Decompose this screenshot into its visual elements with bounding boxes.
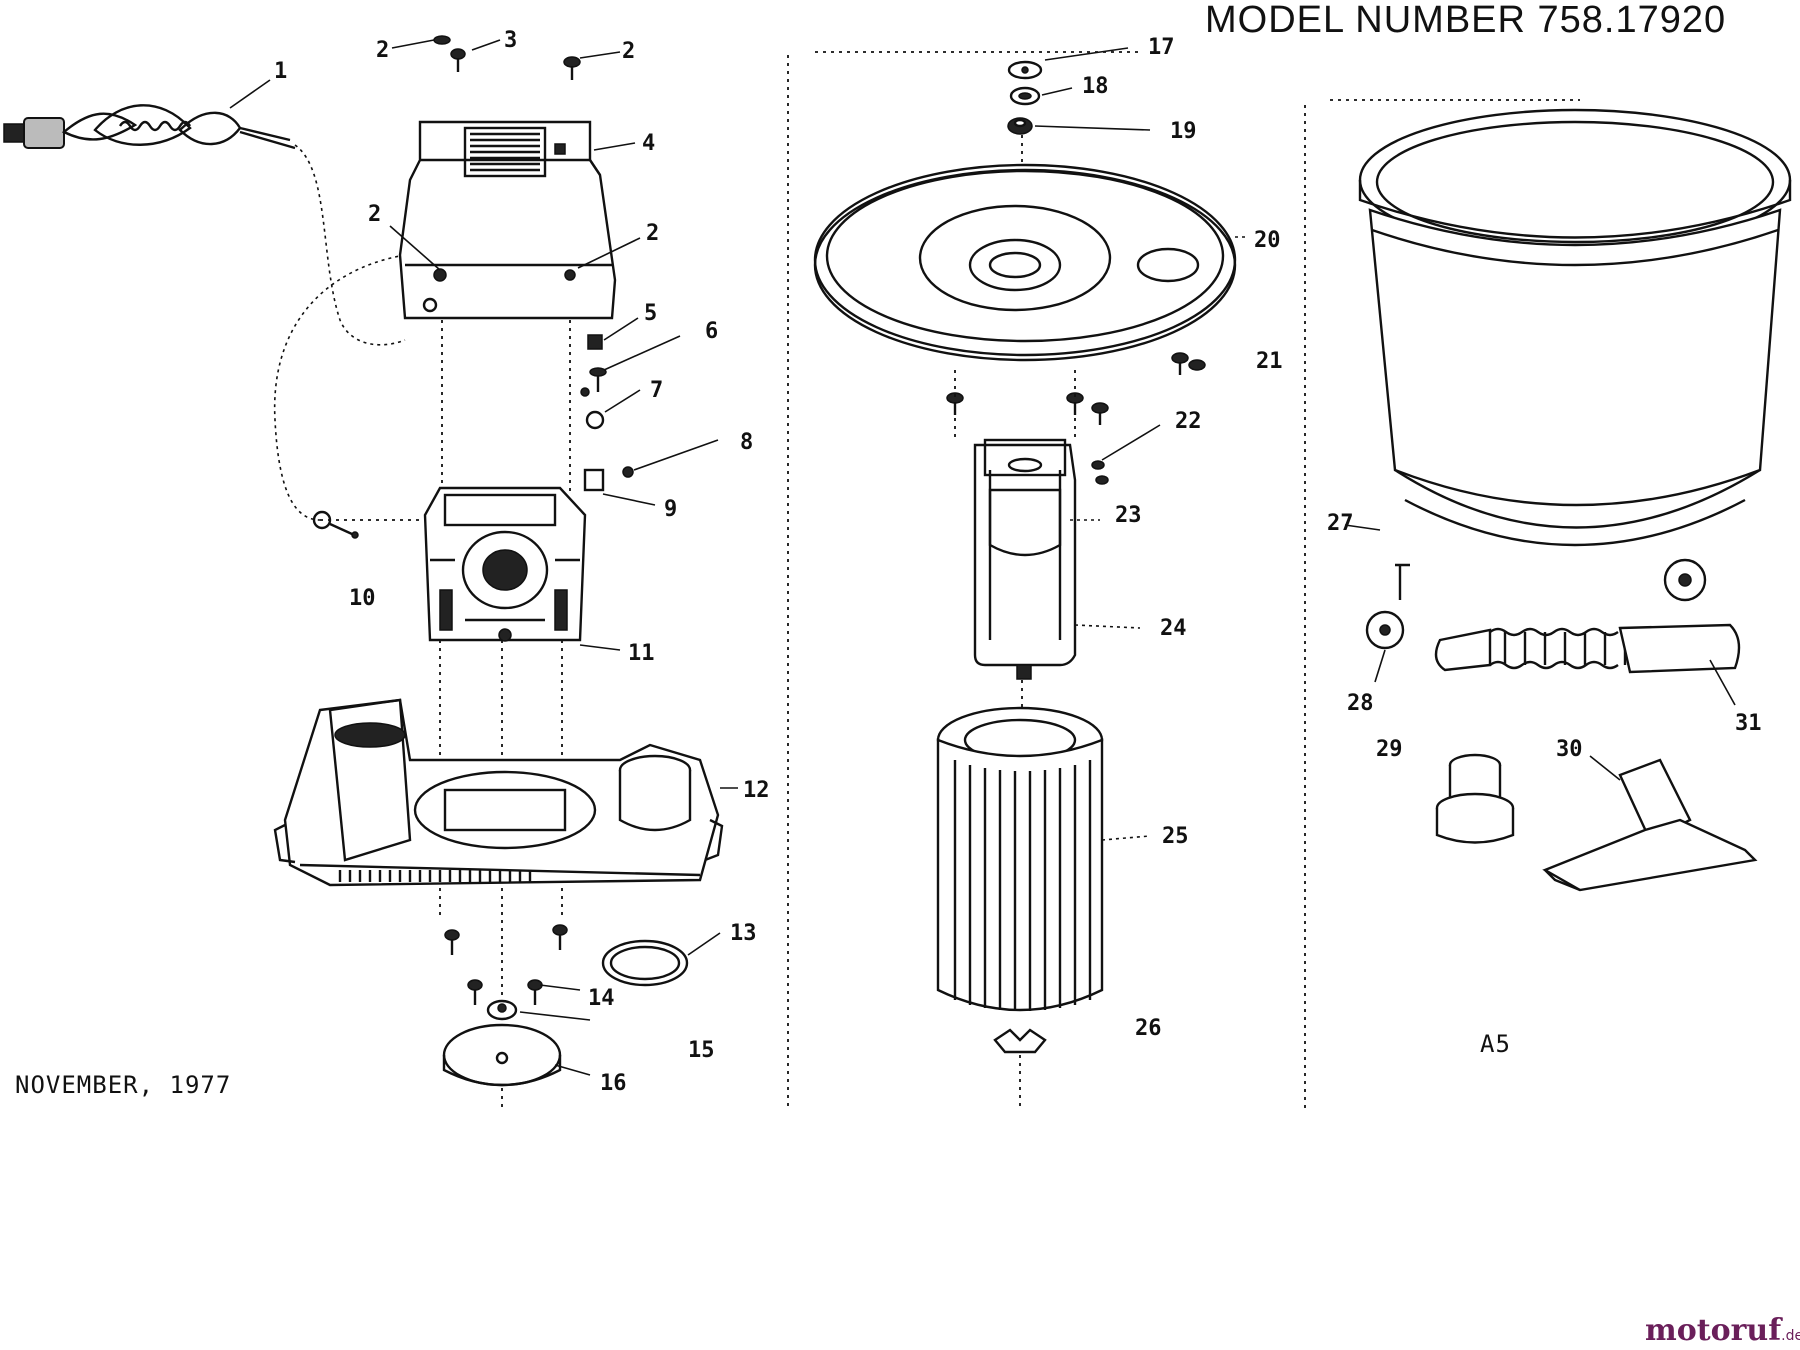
watermark-domain: .de [1781, 1328, 1800, 1344]
callout-2: 2 [376, 38, 389, 63]
tank-drum-icon [1358, 108, 1792, 547]
watermark-text: motoruf.de [1645, 1313, 1800, 1348]
callout-14: 14 [588, 986, 615, 1011]
callout-6: 6 [705, 319, 718, 344]
base-screws-icon [444, 924, 568, 1005]
filter-cartridge-icon [936, 706, 1104, 1012]
callout-27: 27 [1327, 511, 1354, 536]
motor-assembly-icon [423, 486, 587, 642]
callout-5: 5 [644, 301, 657, 326]
cord-route-line [294, 144, 406, 346]
callout-25: 25 [1162, 824, 1189, 849]
impeller-disc-icon [442, 1023, 562, 1087]
callout-11: 11 [628, 641, 655, 666]
callout-29: 29 [1376, 737, 1403, 762]
callout-16: 16 [600, 1071, 627, 1096]
tank-lid-icon [813, 163, 1237, 362]
callout-1: 1 [274, 59, 287, 84]
switch-hardware-icon [580, 334, 634, 492]
screw-icon [433, 35, 581, 80]
wing-nut-icon [993, 1028, 1047, 1110]
callout-7: 7 [650, 378, 663, 403]
model-number-title: MODEL NUMBER 758.17920 [1205, 0, 1726, 41]
lid-assembly-lines [954, 370, 1076, 440]
watermark-main: motoruf [1645, 1313, 1783, 1348]
leader-lines [229, 39, 1736, 1076]
fan-nut-icon [486, 999, 518, 1021]
callout-8: 8 [740, 430, 753, 455]
callout-9: 9 [664, 497, 677, 522]
callout-13: 13 [730, 921, 757, 946]
floor-nozzle-icon [1542, 758, 1758, 892]
power-cord-icon [3, 104, 296, 150]
callout-17: 17 [1148, 35, 1175, 60]
callout-26: 26 [1135, 1016, 1162, 1041]
callout-labels: 2 3 2 1 4 2 2 5 6 7 8 9 10 11 12 13 14 1… [274, 28, 1762, 1096]
callout-12: 12 [743, 778, 770, 803]
hose-icon [1434, 623, 1741, 674]
callout-22: 22 [1175, 409, 1202, 434]
callout-2: 2 [646, 221, 659, 246]
callout-20: 20 [1254, 228, 1281, 253]
cord-route-line-2 [273, 254, 406, 521]
motor-cover-icon [398, 120, 617, 320]
date-note: NOVEMBER, 1977 [15, 1071, 231, 1099]
motor-base-plate-icon [273, 698, 724, 887]
callout-2: 2 [368, 202, 381, 227]
float-cage-icon [973, 438, 1077, 680]
cord-clamp-icon [312, 510, 359, 539]
lid-screws-icon [946, 352, 1206, 485]
section-dividers [787, 51, 1580, 1110]
callout-28: 28 [1347, 691, 1374, 716]
callout-18: 18 [1082, 74, 1109, 99]
callout-2: 2 [622, 39, 635, 64]
callout-3: 3 [504, 28, 517, 53]
callout-19: 19 [1170, 119, 1197, 144]
callout-24: 24 [1160, 616, 1187, 641]
lid-hardware-icon [1007, 60, 1043, 135]
brand-watermark: motoruf.de [1645, 1313, 1800, 1348]
adapter-icon [1435, 753, 1515, 844]
callout-10: 10 [349, 586, 376, 611]
gasket-ring-icon [601, 939, 689, 987]
callout-30: 30 [1556, 737, 1583, 762]
callout-23: 23 [1115, 503, 1142, 528]
callout-4: 4 [642, 131, 655, 156]
callout-31: 31 [1735, 711, 1762, 736]
page-code: A5 [1480, 1030, 1511, 1058]
callout-21: 21 [1256, 349, 1283, 374]
caster-wheel-icon [1365, 558, 1707, 650]
callout-15: 15 [688, 1038, 715, 1063]
